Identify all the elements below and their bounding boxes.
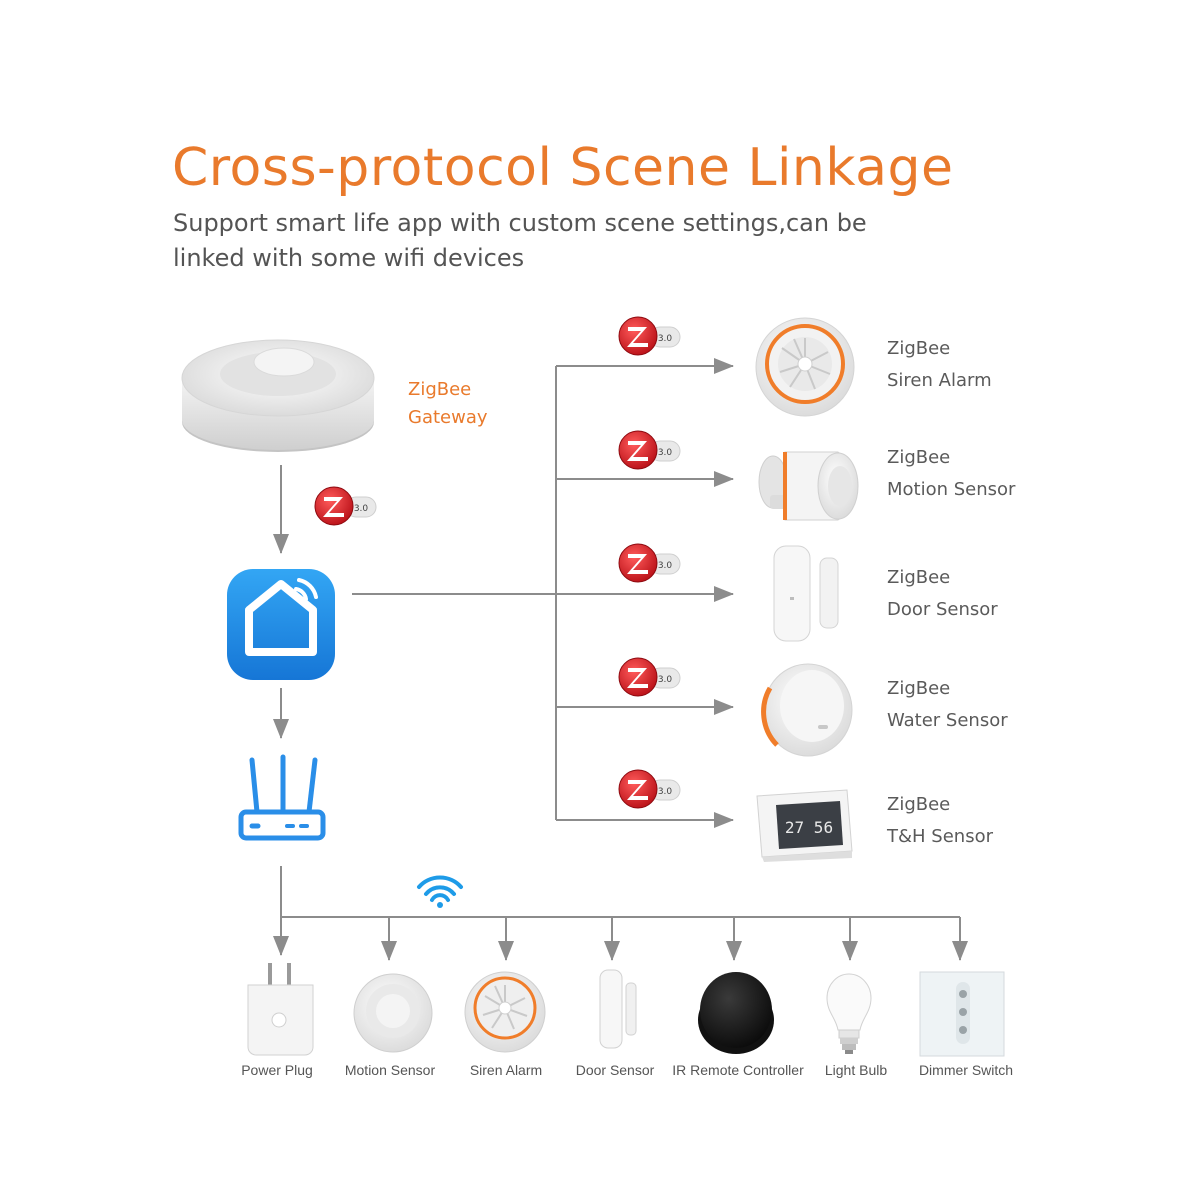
zigbee-badge-door: 3.0 bbox=[618, 543, 681, 583]
zigbee-water-sensor-device bbox=[761, 663, 853, 757]
zigbee-device-label-motion: ZigBee Motion Sensor bbox=[887, 442, 1015, 506]
label-line-2: Water Sensor bbox=[887, 710, 1008, 731]
badge-version: 3.0 bbox=[658, 448, 673, 458]
smart-home-app-icon bbox=[227, 569, 335, 680]
zigbee-door-sensor-device bbox=[773, 545, 839, 642]
zigbee-badge-th: 3.0 bbox=[618, 769, 681, 809]
wifi-device-label-ir-remote: IR Remote Controller bbox=[672, 1062, 804, 1078]
wifi-router-icon bbox=[238, 754, 326, 841]
label-line-2: Siren Alarm bbox=[887, 370, 992, 391]
badge-version: 3.0 bbox=[354, 504, 369, 514]
wifi-icon bbox=[417, 875, 463, 908]
label-line-2: Door Sensor bbox=[887, 599, 998, 620]
connector-lines bbox=[273, 358, 968, 961]
th-sensor-display: 27 56 bbox=[785, 818, 833, 837]
zigbee-badge-gateway: 3.0 bbox=[314, 486, 377, 526]
badge-version: 3.0 bbox=[658, 561, 673, 571]
badge-version: 3.0 bbox=[658, 675, 673, 685]
door-sensor-wifi-device bbox=[599, 969, 637, 1049]
label-line-2: Motion Sensor bbox=[887, 479, 1016, 500]
zigbee-motion-sensor-device bbox=[758, 451, 859, 521]
subtitle-line-1: Support smart life app with custom scene… bbox=[173, 209, 867, 237]
zigbee-th-sensor-device: 27 56 bbox=[756, 789, 853, 862]
zigbee-badge-motion: 3.0 bbox=[618, 430, 681, 470]
wifi-device-label-door-sensor: Door Sensor bbox=[575, 1062, 655, 1078]
badge-version: 3.0 bbox=[658, 334, 673, 344]
subtitle-line-2: linked with some wifi devices bbox=[173, 244, 525, 272]
zigbee-device-label-water: ZigBee Water Sensor bbox=[887, 673, 1008, 737]
wifi-device-label-power-plug: Power Plug bbox=[241, 1062, 313, 1078]
gateway-label: ZigBee Gateway bbox=[408, 376, 488, 432]
light-bulb-device bbox=[826, 973, 872, 1054]
siren-alarm-wifi-device bbox=[464, 971, 546, 1053]
zigbee-device-label-door: ZigBee Door Sensor bbox=[887, 562, 998, 626]
zigbee-badge-siren: 3.0 bbox=[618, 316, 681, 356]
zigbee-device-label-th: ZigBee T&H Sensor bbox=[887, 789, 993, 853]
gateway-label-line-1: ZigBee bbox=[408, 379, 472, 400]
zigbee-badge-water: 3.0 bbox=[618, 657, 681, 697]
wifi-device-label-motion-sensor: Motion Sensor bbox=[344, 1062, 436, 1078]
page-subtitle: Support smart life app with custom scene… bbox=[173, 206, 933, 276]
dimmer-switch-device bbox=[919, 971, 1005, 1057]
power-plug-device bbox=[247, 963, 314, 1056]
zigbee-siren-alarm-device bbox=[755, 317, 855, 417]
ir-remote-controller-device bbox=[698, 972, 774, 1054]
page-title: Cross-protocol Scene Linkage bbox=[172, 138, 954, 198]
label-line-1: ZigBee bbox=[887, 338, 951, 359]
motion-sensor-wifi-device bbox=[353, 973, 433, 1053]
badge-version: 3.0 bbox=[658, 787, 673, 797]
label-line-2: T&H Sensor bbox=[887, 826, 993, 847]
gateway-label-line-2: Gateway bbox=[408, 407, 488, 428]
wifi-device-label-dimmer-switch: Dimmer Switch bbox=[918, 1062, 1014, 1078]
label-line-1: ZigBee bbox=[887, 794, 951, 815]
wifi-device-label-light-bulb: Light Bulb bbox=[824, 1062, 888, 1078]
wifi-device-label-siren-alarm: Siren Alarm bbox=[469, 1062, 543, 1078]
zigbee-device-label-siren: ZigBee Siren Alarm bbox=[887, 333, 992, 397]
label-line-1: ZigBee bbox=[887, 678, 951, 699]
label-line-1: ZigBee bbox=[887, 567, 951, 588]
zigbee-gateway-device bbox=[181, 339, 375, 452]
label-line-1: ZigBee bbox=[887, 447, 951, 468]
